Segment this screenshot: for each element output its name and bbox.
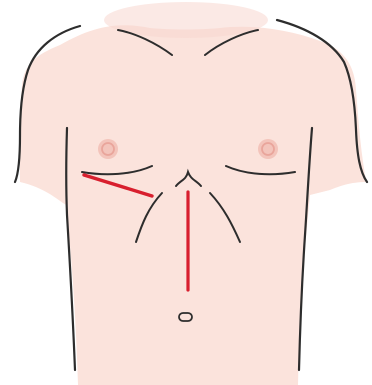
right-nipple [258,139,278,159]
torso-skin [20,25,367,385]
left-nipple [98,139,118,159]
